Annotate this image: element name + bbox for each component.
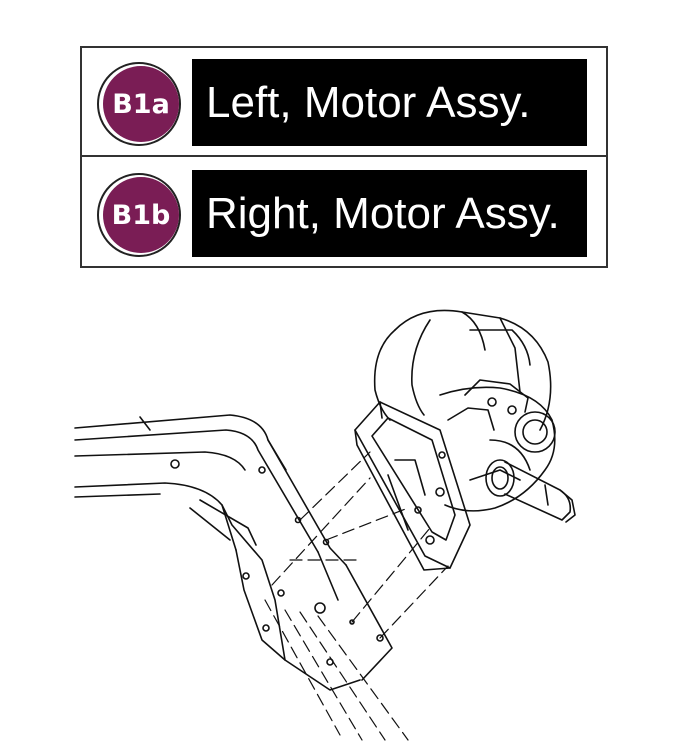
part-label-text: Left, Motor Assy. xyxy=(206,77,531,127)
legend-row-b1b: B1b Right, Motor Assy. xyxy=(82,159,606,268)
badge-circle: B1b xyxy=(103,177,179,253)
assembly-guide-lines xyxy=(264,451,449,741)
legend-row-b1a: B1a Left, Motor Assy. xyxy=(82,48,606,157)
drive-shaft xyxy=(485,459,576,523)
part-label: Right, Motor Assy. xyxy=(192,170,587,257)
part-label-text: Right, Motor Assy. xyxy=(206,188,560,238)
motor-assembly xyxy=(373,309,576,523)
part-badge: B1b xyxy=(97,173,181,257)
badge-circle: B1a xyxy=(103,66,179,142)
badge-code: B1a xyxy=(112,88,170,120)
parts-legend: B1a Left, Motor Assy. B1b Right, Motor A… xyxy=(80,46,608,268)
frame-arm xyxy=(74,414,393,691)
part-label: Left, Motor Assy. xyxy=(192,59,587,146)
exploded-view-drawing xyxy=(74,309,576,741)
mounting-bracket xyxy=(354,401,471,571)
part-badge: B1a xyxy=(97,62,181,146)
badge-code: B1b xyxy=(111,199,171,231)
